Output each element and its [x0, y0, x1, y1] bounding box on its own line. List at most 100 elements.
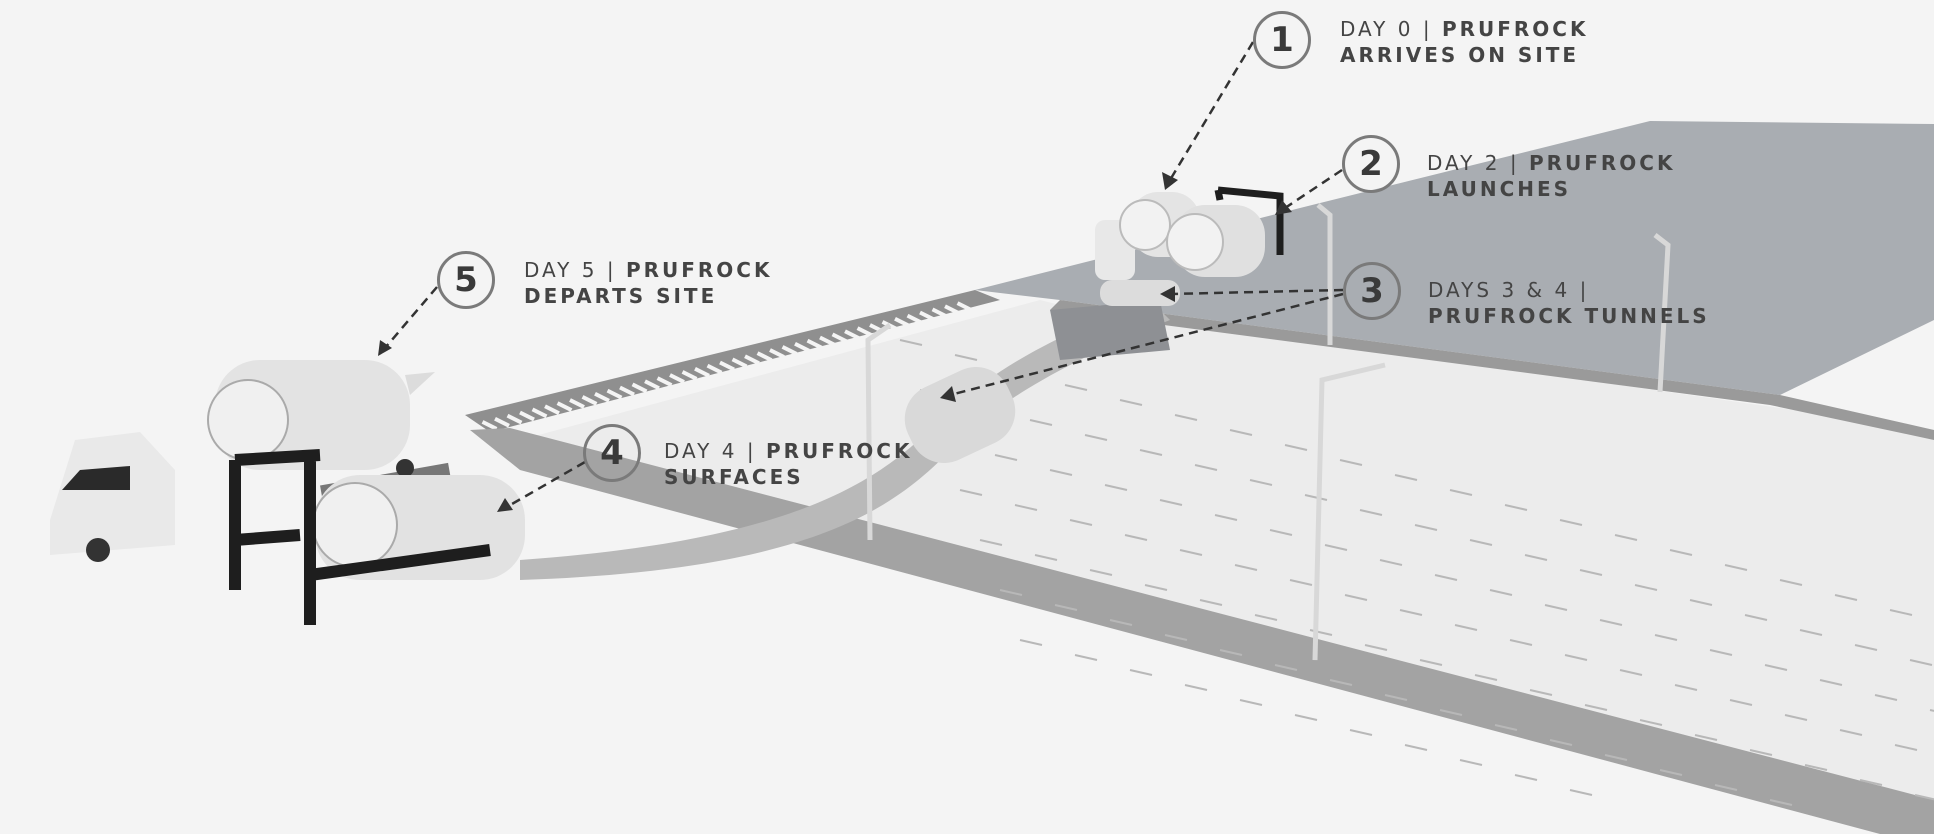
lane-dash [1054, 604, 1078, 611]
lane-dash [1274, 664, 1298, 671]
prufrock-in-tunnel [904, 367, 1016, 463]
lane-dash [1764, 664, 1788, 671]
lane-dash [1239, 699, 1263, 706]
lane-dash [954, 354, 978, 361]
lane-dash [1364, 644, 1388, 651]
step-4-badge: 4 [583, 424, 641, 482]
lane-dash [1229, 429, 1253, 436]
step-4-label: DAY 4 | PRUFROCK SURFACES [664, 438, 912, 490]
step-day: DAY 0 | [1340, 17, 1442, 41]
lane-dash [1449, 489, 1473, 496]
crosswalk-stripe [756, 351, 773, 362]
lane-dash [1184, 684, 1208, 691]
step-subject: PRUFROCK [1441, 17, 1589, 41]
lane-dash [1709, 649, 1733, 656]
lane-dash [1514, 774, 1538, 781]
lane-dash [1909, 659, 1933, 666]
lane-dash [1584, 704, 1608, 711]
lane-dash [1294, 714, 1318, 721]
crosswalk-stripe [556, 401, 573, 412]
lane-dash [1384, 694, 1408, 701]
lane-dash [1049, 469, 1073, 476]
lane-dash [1119, 399, 1143, 406]
lane-dash [1159, 499, 1183, 506]
lane-dash [1504, 504, 1528, 511]
lane-dash [1494, 724, 1518, 731]
lane-dash [1634, 584, 1658, 591]
leader-arrowheads [378, 172, 1292, 512]
step-subject: PRUFROCK [765, 439, 913, 463]
road-surface [520, 300, 1934, 800]
lane-dash [1439, 709, 1463, 716]
lane-dash [1689, 599, 1713, 606]
lane-dash [1199, 599, 1223, 606]
crosswalk-stripe [931, 307, 948, 319]
lane-dash [1284, 444, 1308, 451]
step-subject: PRUFROCK [625, 258, 773, 282]
step-description: DEPARTS SITE [524, 284, 718, 308]
prufrock-machine-arrival [1095, 186, 1284, 306]
step-number: 3 [1360, 271, 1384, 311]
step-1-badge: 1 [1253, 11, 1311, 69]
lane-dash [1489, 589, 1513, 596]
step-3-badge: 3 [1343, 262, 1401, 320]
lane-dash [1564, 654, 1588, 661]
lane-dash [1434, 574, 1458, 581]
lane-dash [1399, 609, 1423, 616]
lane-dash [1254, 614, 1278, 621]
crosswalk-stripe [619, 385, 635, 397]
crosswalk-stripe [706, 363, 723, 375]
lane-dash [1394, 474, 1418, 481]
lane-dash [1139, 449, 1163, 456]
lane-dash [1459, 759, 1483, 766]
step-5-badge: 5 [437, 251, 495, 309]
lane-dash [1349, 729, 1373, 736]
crosswalk-stripe [719, 360, 735, 372]
crosswalk-stripe [794, 341, 810, 353]
lane-dash [1779, 579, 1803, 586]
leader-lines [384, 41, 1344, 510]
step-2-label: DAY 2 | PRUFROCK LAUNCHES [1427, 150, 1675, 202]
lane-dash [1069, 519, 1093, 526]
step-number: 1 [1270, 20, 1294, 60]
crosswalk-stripe [581, 395, 598, 406]
crosswalk-stripe [544, 404, 560, 416]
lane-dash [899, 339, 923, 346]
crosswalk-stripe [506, 413, 523, 425]
step-2-badge: 2 [1342, 135, 1400, 193]
lane-dash [1694, 734, 1718, 741]
crosswalk-stripe [906, 313, 923, 325]
step-day: DAY 4 | [664, 439, 766, 463]
step-5-label: DAY 5 | PRUFROCK DEPARTS SITE [524, 257, 772, 309]
lane-dash [1529, 689, 1553, 696]
lane-markings [899, 339, 1934, 806]
lane-dash [1874, 694, 1898, 701]
crosswalk-stripe [531, 407, 548, 419]
lane-dash [1379, 559, 1403, 566]
lane-dash [1179, 549, 1203, 556]
lane-dash [1599, 619, 1623, 626]
lane-dash [994, 454, 1018, 461]
crosswalk-stripe [494, 416, 510, 428]
lane-dash [1859, 779, 1883, 786]
crosswalk-stripe [806, 338, 823, 350]
step-description: LAUNCHES [1427, 177, 1572, 201]
lane-dash [1404, 744, 1428, 751]
lane-dash [1234, 564, 1258, 571]
lane-dash [1104, 484, 1128, 491]
lane-dash [1799, 629, 1823, 636]
step-description: ARRIVES ON SITE [1340, 43, 1580, 67]
lane-dash [1454, 624, 1478, 631]
lane-dash [1304, 494, 1328, 501]
crosswalk-stripe [856, 326, 873, 337]
lane-dash [1889, 609, 1913, 616]
lane-dash [1249, 479, 1273, 486]
lane-dash [1469, 539, 1493, 546]
launch-pit [1050, 300, 1170, 360]
lane-dash [1359, 509, 1383, 516]
crosswalk-stripe [731, 357, 748, 369]
lane-dash [1034, 554, 1058, 561]
lane-dash [1724, 564, 1748, 571]
lane-dash [1509, 639, 1533, 646]
